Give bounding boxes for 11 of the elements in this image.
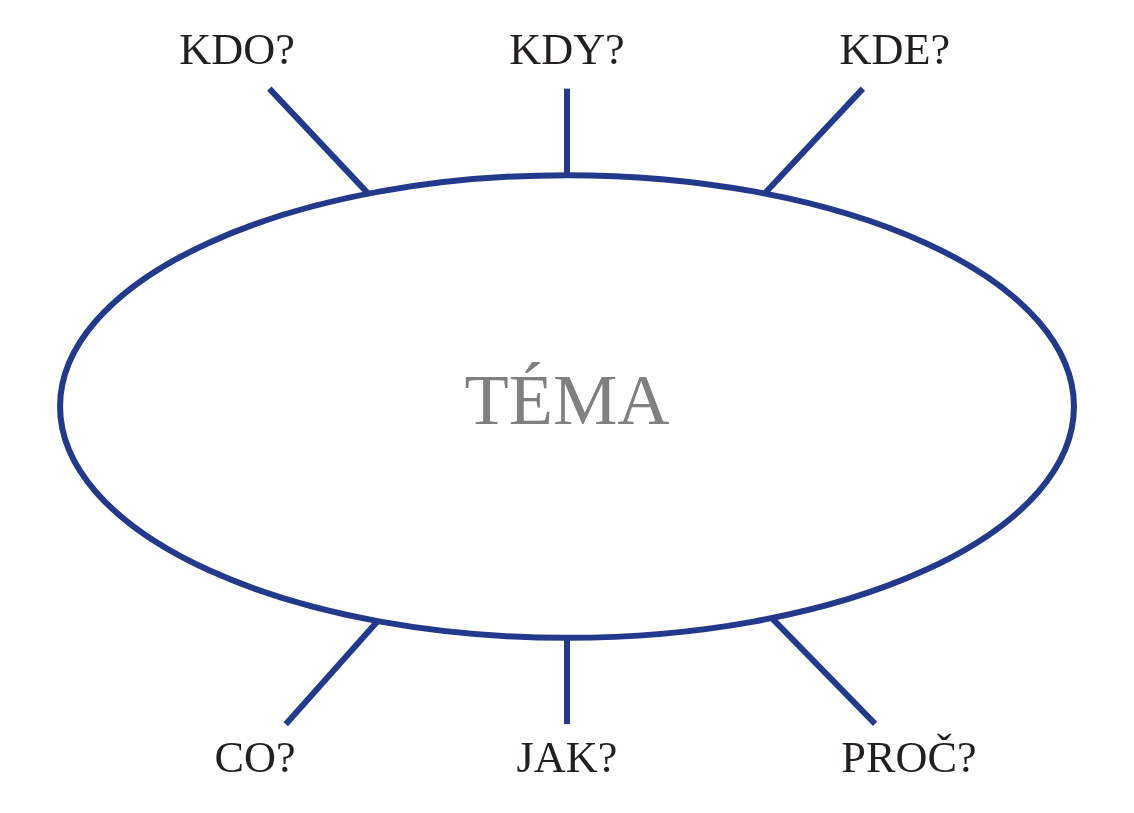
node-text: CO?: [214, 732, 296, 782]
connector: [769, 616, 878, 726]
connector: [763, 86, 866, 195]
node-ellipse: TÉMA: [57, 172, 1077, 641]
node-text: KDO?: [179, 24, 295, 74]
connector: [564, 88, 570, 175]
connector: [564, 638, 570, 725]
node-text: JAK?: [516, 732, 618, 782]
node-text: KDY?: [509, 24, 625, 74]
node-text: KDE?: [839, 24, 951, 74]
node-text: PROČ?: [841, 732, 977, 782]
